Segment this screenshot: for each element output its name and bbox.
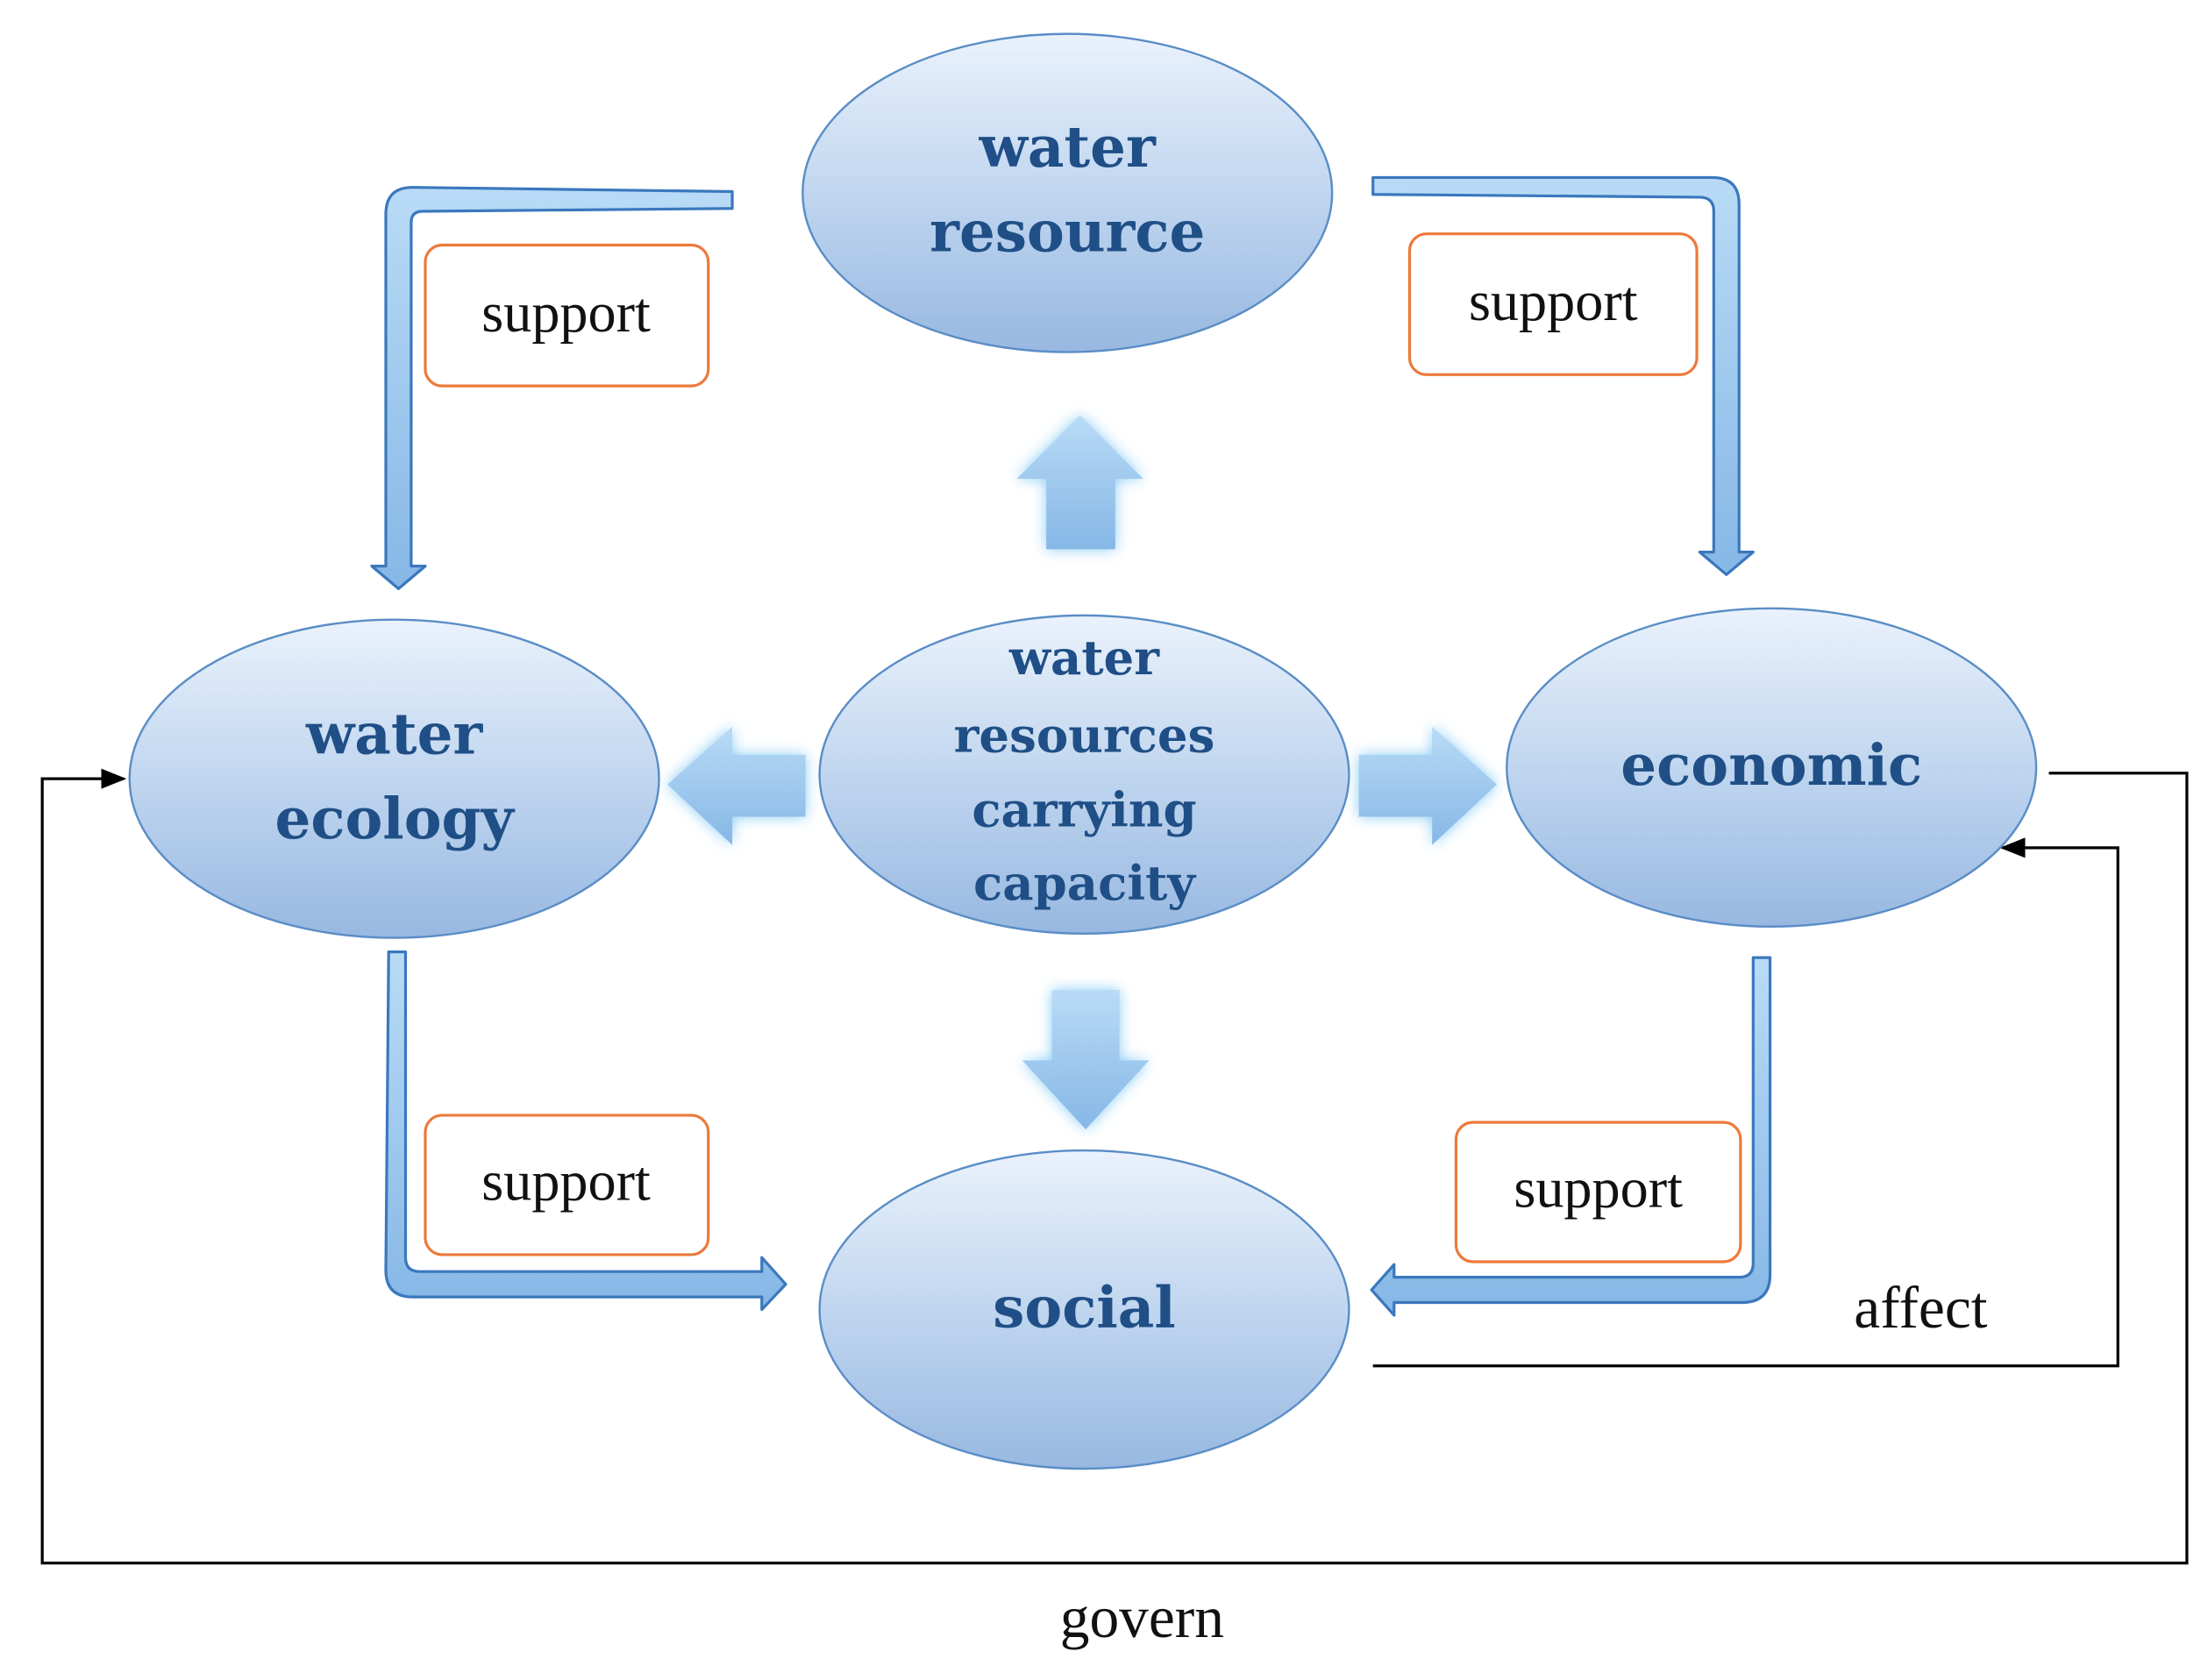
node-water-ecology-line2: ecology	[275, 787, 516, 852]
support-label-bottom-left-text: support	[481, 1150, 651, 1213]
node-economic: economic	[1506, 607, 2038, 928]
support-label-bottom-left: support	[424, 1114, 710, 1256]
node-economic-line1: economic	[1620, 733, 1922, 799]
govern-label: govern	[1060, 1584, 1224, 1650]
node-water-ecology-line1: water	[305, 702, 483, 768]
block-arrow-up	[1016, 415, 1143, 550]
govern-connector	[40, 768, 2189, 1565]
support-arrow-ecology-to-social	[384, 950, 787, 1312]
node-water-ecology: water ecology	[128, 618, 660, 939]
affect-label: affect	[1854, 1275, 1987, 1341]
node-center: water resources carrying capacity	[818, 614, 1350, 935]
support-label-top-right-text: support	[1469, 270, 1638, 332]
support-arrow-economic-to-social	[1370, 956, 1772, 1317]
support-arrow-resource-to-economic	[1371, 175, 1755, 576]
support-label-top-right: support	[1407, 232, 1699, 376]
support-label-bottom-right-text: support	[1514, 1157, 1683, 1220]
affect-connector	[1372, 837, 2119, 1368]
node-water-resource-line1: water	[979, 115, 1157, 181]
node-social: social	[818, 1149, 1350, 1470]
node-center-line4: capacity	[973, 855, 1197, 911]
node-center-line3: carrying	[972, 781, 1196, 837]
node-water-resource: water resource	[801, 32, 1334, 353]
block-arrow-down	[1022, 990, 1150, 1130]
block-arrow-right	[1358, 726, 1498, 845]
support-label-bottom-right: support	[1454, 1121, 1742, 1264]
support-label-top-left: support	[424, 243, 710, 388]
support-label-top-left-text: support	[481, 281, 651, 344]
node-center-line1: water	[1008, 630, 1160, 686]
node-center-line2: resources	[954, 707, 1215, 763]
support-arrow-resource-to-ecology	[370, 186, 734, 590]
node-social-line1: social	[993, 1275, 1176, 1341]
node-water-resource-line2: resource	[929, 199, 1205, 265]
block-arrow-left	[667, 726, 806, 845]
